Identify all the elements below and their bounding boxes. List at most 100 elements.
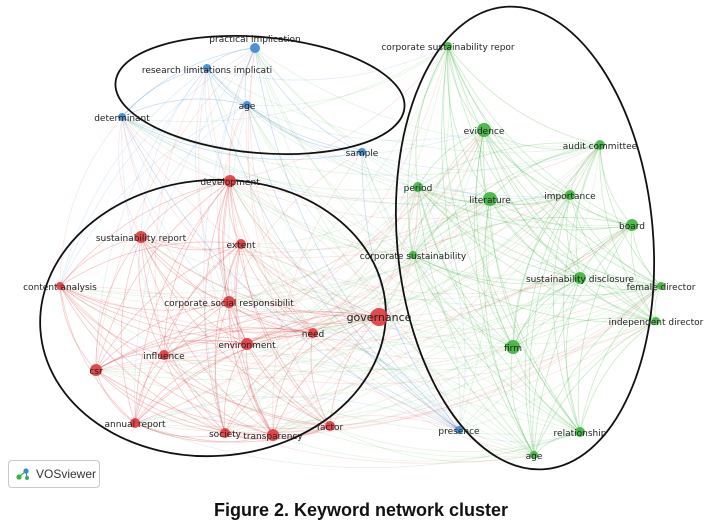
- keyword-node-red[interactable]: [308, 328, 318, 338]
- keyword-node-green[interactable]: [652, 317, 660, 325]
- keyword-node-blue[interactable]: [243, 101, 251, 109]
- keyword-node-green[interactable]: [409, 251, 417, 259]
- keyword-node-red[interactable]: [224, 175, 236, 187]
- network-edge: [474, 129, 535, 456]
- keyword-label: practical implication: [209, 35, 300, 45]
- keyword-node-red[interactable]: [220, 428, 230, 438]
- network-edge: [312, 332, 514, 360]
- keyword-node-blue[interactable]: [358, 148, 366, 156]
- network-edge: [95, 236, 142, 371]
- network-edge: [121, 116, 363, 161]
- keyword-node-blue[interactable]: [250, 43, 260, 53]
- keyword-node-red[interactable]: [223, 296, 235, 308]
- network-edge: [483, 129, 581, 433]
- network-edge: [95, 360, 460, 431]
- keyword-label: transparency: [243, 432, 303, 442]
- network-edge: [134, 301, 230, 424]
- keyword-node-green[interactable]: [595, 140, 605, 150]
- network-edge: [412, 144, 601, 256]
- network-edge: [312, 332, 535, 456]
- network-edge: [140, 236, 581, 301]
- network-edge: [489, 198, 581, 279]
- network-edge: [140, 236, 230, 303]
- keyword-node-green[interactable]: [477, 123, 491, 137]
- network-edge: [412, 254, 657, 323]
- network-edge: [134, 285, 662, 427]
- network-edge: [272, 431, 581, 462]
- network-edge: [229, 180, 331, 427]
- network-edge: [140, 236, 380, 318]
- keyword-node-green[interactable]: [483, 192, 497, 206]
- network-edge: [244, 47, 256, 106]
- keyword-node-green[interactable]: [626, 219, 638, 231]
- network-edge: [378, 316, 460, 431]
- keyword-node-red[interactable]: [236, 239, 246, 249]
- network-edge: [483, 129, 571, 196]
- network-edge: [228, 301, 331, 427]
- keyword-node-red[interactable]: [159, 350, 169, 360]
- network-edge: [485, 198, 514, 348]
- network-edge: [569, 194, 662, 287]
- keyword-node-green[interactable]: [575, 427, 585, 437]
- network-edge: [246, 104, 363, 153]
- keyword-node-red[interactable]: [56, 282, 64, 290]
- network-edge: [272, 285, 662, 436]
- keyword-node-green[interactable]: [530, 451, 538, 459]
- keyword-node-blue[interactable]: [203, 64, 211, 72]
- network-edge: [577, 224, 633, 433]
- network-edge: [417, 186, 535, 456]
- network-edge: [240, 243, 380, 318]
- keyword-node-blue[interactable]: [118, 113, 126, 121]
- network-edge: [512, 346, 581, 433]
- keyword-node-red[interactable]: [130, 418, 140, 428]
- network-edge: [240, 243, 331, 427]
- network-edge: [246, 186, 419, 345]
- network-edge: [240, 243, 314, 334]
- network-edge: [240, 243, 581, 433]
- network-edge: [95, 327, 314, 371]
- keyword-node-red[interactable]: [325, 421, 335, 431]
- network-edge: [245, 104, 314, 334]
- network-edge: [121, 116, 662, 288]
- network-edge: [154, 67, 208, 356]
- network-edge: [163, 354, 274, 436]
- keyword-node-green[interactable]: [444, 42, 452, 50]
- network-edge: [163, 354, 331, 427]
- keyword-node-green[interactable]: [413, 182, 423, 192]
- network-edge: [312, 144, 601, 334]
- network-edge: [458, 429, 535, 456]
- network-edge: [254, 47, 535, 456]
- network-edge: [447, 45, 571, 196]
- network-edge: [121, 116, 231, 182]
- network-edge: [59, 104, 248, 287]
- network-edge: [134, 422, 226, 438]
- keyword-node-green[interactable]: [506, 340, 520, 354]
- keyword-node-green[interactable]: [565, 190, 575, 200]
- network-edge: [246, 104, 514, 348]
- network-edge: [134, 422, 331, 443]
- keyword-node-green[interactable]: [657, 282, 665, 290]
- keyword-node-red[interactable]: [241, 338, 253, 350]
- figure-caption: Figure 2. Keyword network cluster: [213, 500, 509, 520]
- keyword-node-red[interactable]: [267, 429, 279, 441]
- network-edge: [134, 354, 165, 424]
- keyword-node-red[interactable]: [90, 364, 102, 376]
- network-edge: [272, 316, 380, 436]
- network-edge: [228, 104, 274, 436]
- network-edge: [229, 180, 571, 220]
- network-edge: [206, 67, 363, 153]
- keyword-node-red[interactable]: [135, 231, 147, 243]
- network-edge: [224, 316, 380, 434]
- keyword-node-red[interactable]: [370, 308, 388, 326]
- keyword-node-green[interactable]: [574, 272, 586, 284]
- keyword-node-blue[interactable]: [455, 426, 463, 434]
- network-edge: [203, 47, 256, 434]
- network-edge: [134, 129, 485, 424]
- network-edge: [310, 332, 331, 427]
- network-edge: [631, 224, 662, 287]
- node-layer: [56, 42, 665, 459]
- network-edge: [579, 277, 657, 322]
- network-edge: [95, 243, 242, 371]
- network-edge: [483, 129, 657, 322]
- network-edge: [447, 45, 581, 279]
